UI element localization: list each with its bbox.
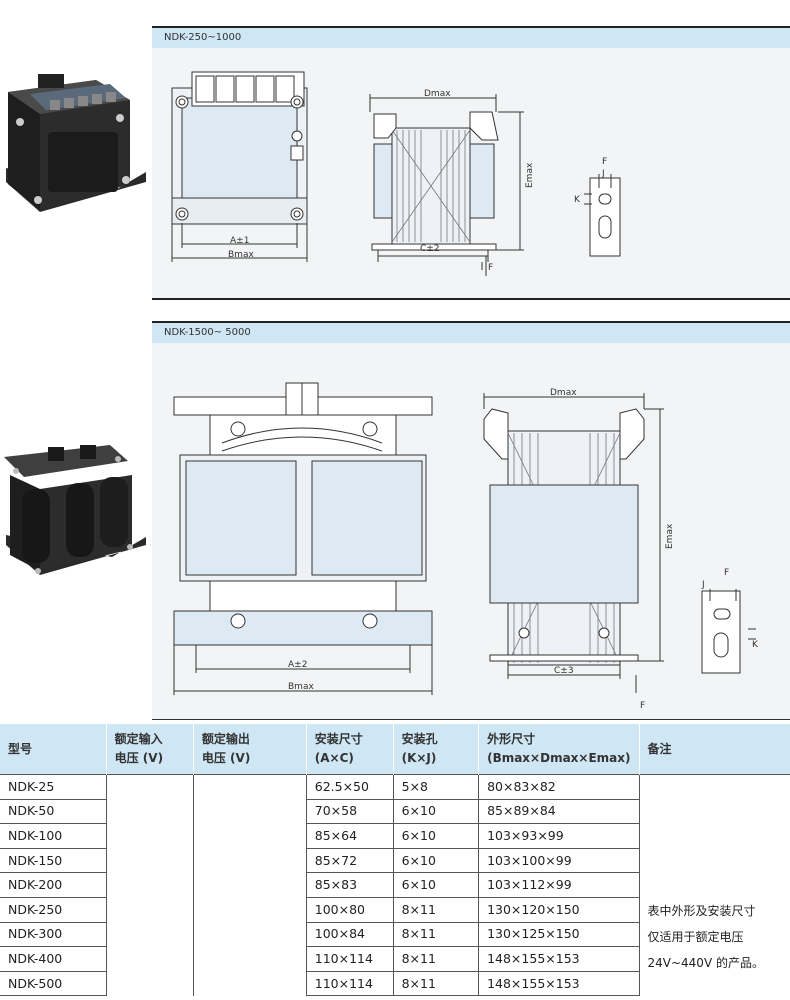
table-row: NDK-50 70×58 6×10 85×89×84 <box>0 798 790 825</box>
product-photo-small <box>0 72 150 222</box>
table-row: NDK-300 100×84 8×11 130×125×150 <box>0 921 790 948</box>
front-dim-a: A±2 <box>288 660 307 670</box>
table-row: NDK-250 100×80 8×11 130×120×150 <box>0 896 790 923</box>
table-row: NDK-400 110×114 8×11 148×155×153 <box>0 946 790 972</box>
section-title: NDK-250~1000 <box>152 28 790 48</box>
hole-dim-k: K <box>752 640 759 650</box>
table-row: NDK-25 62.5×50 5×8 80×83×82 表中外形及安装尺寸 仅适… <box>0 773 790 996</box>
hole-dim-f: F <box>602 157 607 167</box>
technical-drawing-large: A±2 Bmax Dmax Emax C±3 F J F K <box>173 382 759 711</box>
side-dim-dmax: Dmax <box>424 89 451 99</box>
col-output-voltage: 额定输出电压 (V) <box>192 724 307 775</box>
side-dim-c: C±3 <box>554 666 574 676</box>
col-input-voltage: 额定输入电压 (V) <box>105 724 194 775</box>
section-title: NDK-1500~ 5000 <box>152 323 790 343</box>
front-dim-bmax: Bmax <box>228 250 254 260</box>
col-mount-hole: 安装孔(K×J) <box>392 724 479 775</box>
spec-table: 型号 额定输入电压 (V) 额定输出电压 (V) 安装尺寸(A×C) 安装孔(K… <box>0 724 790 997</box>
drawing-panel-large: NDK-1500~ 5000 <box>152 321 790 720</box>
col-outline-size: 外形尺寸(Bmax×Dmax×Emax) <box>478 724 639 775</box>
side-dim-dmax: Dmax <box>550 388 577 398</box>
side-dim-emax: Emax <box>525 162 535 188</box>
table-header-row: 型号 额定输入电压 (V) 额定输出电压 (V) 安装尺寸(A×C) 安装孔(K… <box>0 724 790 775</box>
hole-dim-j: J <box>601 169 605 179</box>
technical-drawing-small: A±1 Bmax Dmax Emax C±2 F F J K <box>171 71 621 276</box>
output-voltage-cell <box>192 773 307 996</box>
product-photo-large <box>0 445 150 595</box>
col-mount-size: 安装尺寸(A×C) <box>305 724 394 775</box>
hole-dim-f: F <box>724 568 729 578</box>
hole-dim-j: J <box>701 580 705 590</box>
drawing-panel-small: NDK-250~1000 <box>152 26 790 300</box>
table-row: NDK-500 110×114 8×11 148×155×153 <box>0 970 790 997</box>
input-voltage-cell <box>105 773 194 996</box>
side-dim-f: F <box>640 701 645 711</box>
col-note: 备注 <box>638 724 790 775</box>
side-dim-emax: Emax <box>665 523 675 549</box>
side-dim-f: F <box>488 263 493 273</box>
front-dim-a: A±1 <box>230 236 249 246</box>
side-dim-c: C±2 <box>420 244 440 254</box>
front-dim-bmax: Bmax <box>288 682 314 692</box>
col-model: 型号 <box>0 724 107 775</box>
remark-cell: 表中外形及安装尺寸 仅适用于额定电压 24V~440V 的产品。 <box>638 773 790 996</box>
hole-dim-k: K <box>574 195 581 205</box>
